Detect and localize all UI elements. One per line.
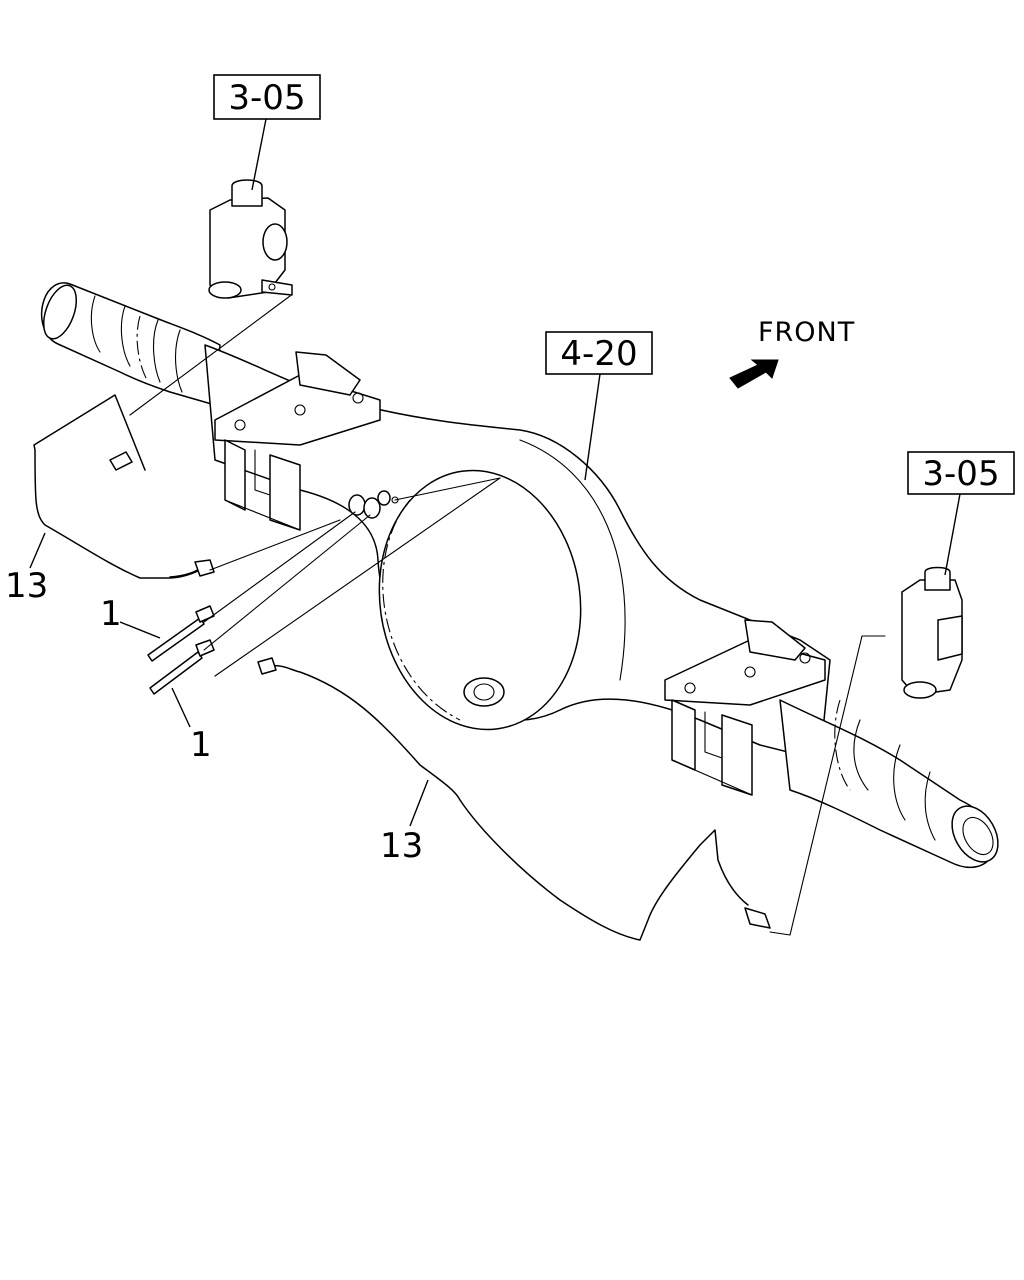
right-brake-valve [901,566,963,699]
front-arrow-icon [729,359,779,389]
ref-3-05-left[interactable]: 3-05 [213,74,321,191]
right-brake-pipe [257,657,771,941]
ref-3-05-right[interactable]: 3-05 [907,451,1015,576]
connection-leaders [129,295,886,936]
part-label-1-lower[interactable]: 1 [171,687,212,765]
left-brake-valve [208,179,293,299]
left-brake-pipe [33,394,215,579]
rear-axle-housing [40,282,999,869]
left-spring-seat [214,351,381,531]
front-indicator: FRONT [729,317,855,389]
part-label-13-right-text: 13 [380,826,423,866]
right-spring-seat [664,619,826,796]
part-label-1-lower-text: 1 [190,725,212,765]
ref-4-20[interactable]: 4-20 [545,331,653,481]
part-label-13-left[interactable]: 13 [5,532,48,606]
ref-3-05-left-label: 3-05 [228,78,305,118]
brake-hoses [147,605,215,695]
front-label: FRONT [758,317,855,348]
ref-4-20-label: 4-20 [560,334,637,374]
pipe-junction [348,490,399,519]
part-label-13-left-text: 13 [5,566,48,606]
part-label-13-right[interactable]: 13 [380,779,429,866]
part-label-1-upper-text: 1 [100,594,122,634]
part-label-1-upper[interactable]: 1 [100,594,161,639]
ref-3-05-right-label: 3-05 [922,454,999,494]
